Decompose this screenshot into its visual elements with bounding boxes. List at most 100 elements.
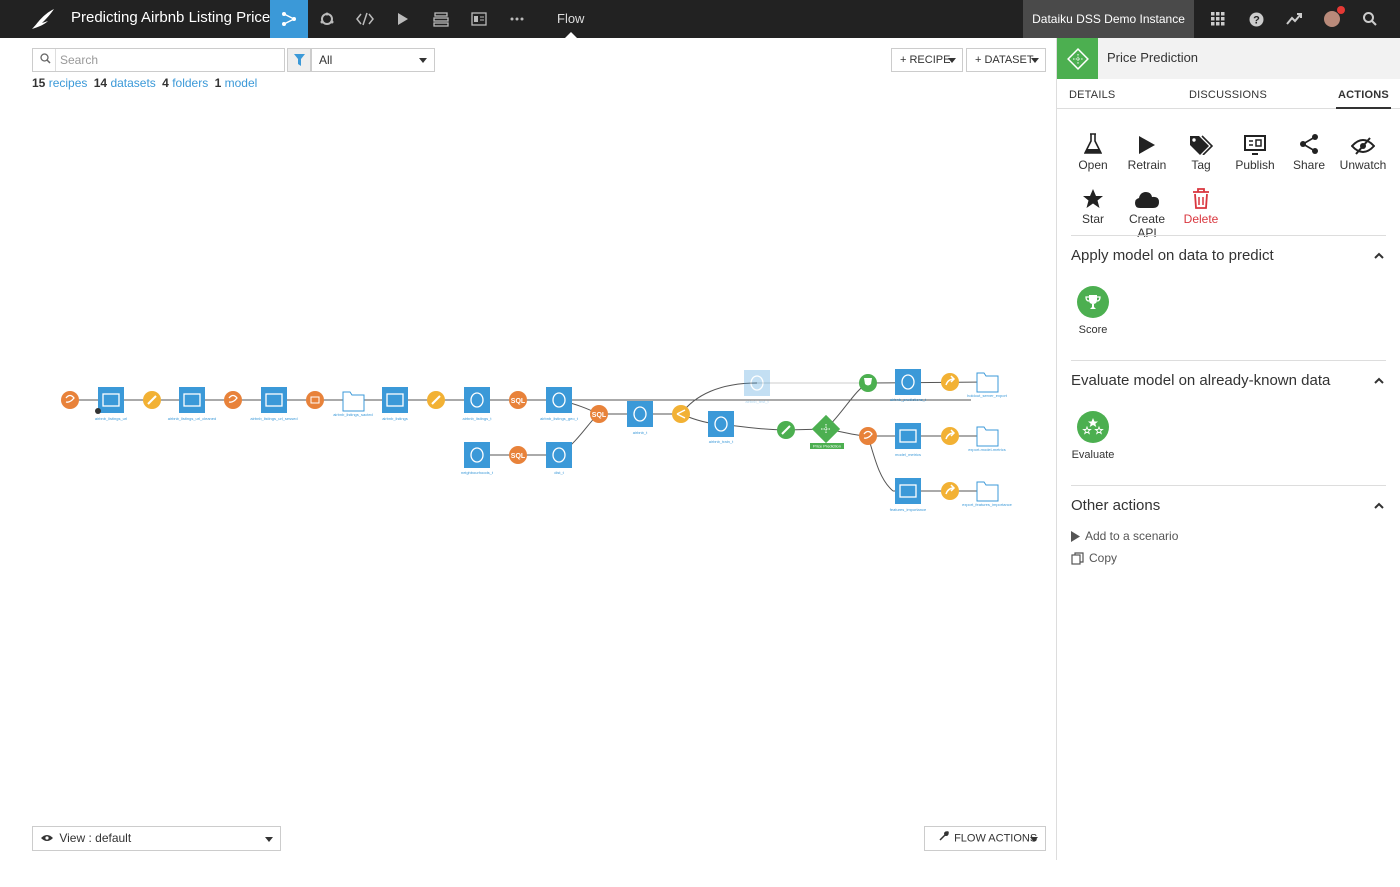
score-action[interactable]: Score [1063,286,1123,336]
filter-button[interactable] [287,48,311,72]
python-recipe-node[interactable] [224,391,242,409]
project-title[interactable]: Predicting Airbnb Listing Price [71,9,271,26]
flow-edges [70,381,988,492]
flow-actions-button[interactable]: FLOW ACTIONS [924,826,1046,851]
dataiku-logo-icon[interactable] [30,7,56,31]
folder-node[interactable] [342,391,365,412]
add-recipe-button[interactable]: + RECIPE [891,48,963,72]
saved-model-node[interactable] [811,414,841,444]
publish-action[interactable]: Publish [1228,127,1282,172]
more-icon[interactable] [498,0,536,38]
dataset-node[interactable] [261,387,287,413]
tab-discussions[interactable]: DISCUSSIONS [1189,89,1267,101]
chevron-down-icon [1031,58,1039,67]
postgres-dataset-node-faded[interactable] [744,370,770,396]
tab-actions[interactable]: ACTIONS [1336,89,1391,109]
evaluate-section-title[interactable]: Evaluate model on already-known data [1071,372,1331,389]
search-input[interactable] [60,50,280,70]
prepare-recipe-node[interactable] [143,391,161,409]
dashboards-icon[interactable] [460,0,498,38]
chevron-up-icon[interactable] [1374,376,1384,386]
add-dataset-label: + DATASET [975,54,1034,66]
add-recipe-label: + RECIPE [900,54,951,66]
python-recipe-node[interactable] [61,391,79,409]
svg-text:SQL: SQL [592,412,607,419]
prepare-recipe-node[interactable] [427,391,445,409]
view-select-value: View : default [59,831,132,845]
search-icon[interactable] [1351,0,1389,38]
evaluate-action[interactable]: Evaluate [1063,411,1123,461]
flow-graph[interactable]: airbnb_listings_url airbnb_listings_url_… [23,95,1056,815]
apps-grid-icon[interactable] [1199,0,1237,38]
dataset-node[interactable] [95,387,124,414]
node-label: Price Prediction [813,444,841,449]
python-recipe-node[interactable] [859,427,877,445]
postgres-dataset-node[interactable] [546,387,572,413]
unwatch-action[interactable]: Unwatch [1336,127,1390,172]
flow-counts: 15 recipes 14 datasets 4 folders 1 model [32,76,260,90]
copy-item[interactable]: Copy [1071,551,1117,565]
share-action[interactable]: Share [1282,127,1336,172]
tag-action[interactable]: Tag [1174,127,1228,172]
folder-dataset-node[interactable] [895,478,921,504]
folder-dataset-node[interactable] [895,423,921,449]
folder-node[interactable] [976,481,999,502]
view-select[interactable]: View : default [32,826,281,851]
apply-model-section-title[interactable]: Apply model on data to predict [1071,247,1274,264]
eye-icon [41,827,53,850]
user-avatar[interactable] [1313,0,1351,38]
postgres-dataset-node[interactable] [708,411,734,437]
export-recipe-node[interactable] [941,427,959,445]
models-link[interactable]: model [224,76,258,90]
tab-details[interactable]: DETAILS [1069,89,1116,101]
activity-icon[interactable] [1275,0,1313,38]
other-actions-section-title[interactable]: Other actions [1071,497,1161,514]
add-to-scenario-item[interactable]: Add to a scenario [1071,529,1178,543]
postgres-dataset-node[interactable] [464,442,490,468]
postgres-dataset-node[interactable] [464,387,490,413]
retrain-action[interactable]: Retrain [1120,127,1174,172]
open-action[interactable]: Open [1066,127,1120,172]
train-recipe-node[interactable] [777,421,795,439]
plugin-recipe-node[interactable] [306,391,324,409]
section-divider [1071,360,1386,361]
instance-name[interactable]: Dataiku DSS Demo Instance [1023,0,1194,38]
top-navigation-bar: Predicting Airbnb Listing Price Flow Dat… [0,0,1400,38]
publish-icon [1244,135,1266,155]
dataset-node[interactable] [179,387,205,413]
sql-recipe-node[interactable]: SQL [509,391,527,409]
dataset-node[interactable] [382,387,408,413]
node-label: airbnb_listings_sacted [333,412,373,417]
score-recipe-node[interactable] [859,374,877,392]
folder-node[interactable] [976,372,999,393]
datasets-icon[interactable] [422,0,460,38]
flow-icon[interactable] [270,0,308,38]
filter-select[interactable]: All [311,48,435,72]
run-icon[interactable] [384,0,422,38]
postgres-dataset-node[interactable] [895,369,921,395]
avatar[interactable] [1324,6,1345,27]
recipes-link[interactable]: recipes [48,76,88,90]
add-dataset-button[interactable]: + DATASET [966,48,1046,72]
models-icon[interactable] [308,0,346,38]
sql-recipe-node[interactable]: SQL [590,405,608,423]
code-icon[interactable] [346,0,384,38]
star-action[interactable]: Star [1066,181,1120,226]
split-recipe-node[interactable] [672,405,690,423]
sql-recipe-node[interactable]: SQL [509,446,527,464]
chevron-down-icon [419,58,427,67]
chevron-up-icon[interactable] [1374,501,1384,511]
datasets-link[interactable]: datasets [110,76,156,90]
export-recipe-node[interactable] [941,482,959,500]
help-icon[interactable]: ? [1237,0,1275,38]
postgres-dataset-node[interactable] [627,401,653,427]
postgres-dataset-node[interactable] [546,442,572,468]
chevron-up-icon[interactable] [1374,251,1384,261]
create-api-action[interactable]: Create API [1120,181,1174,240]
node-label: airbnb_listings_url_cleaned [168,416,216,421]
export-recipe-node[interactable] [941,373,959,391]
delete-action[interactable]: Delete [1174,181,1228,226]
folders-link[interactable]: folders [172,76,209,90]
current-section-label[interactable]: Flow [547,0,594,38]
folder-node[interactable] [976,426,999,447]
